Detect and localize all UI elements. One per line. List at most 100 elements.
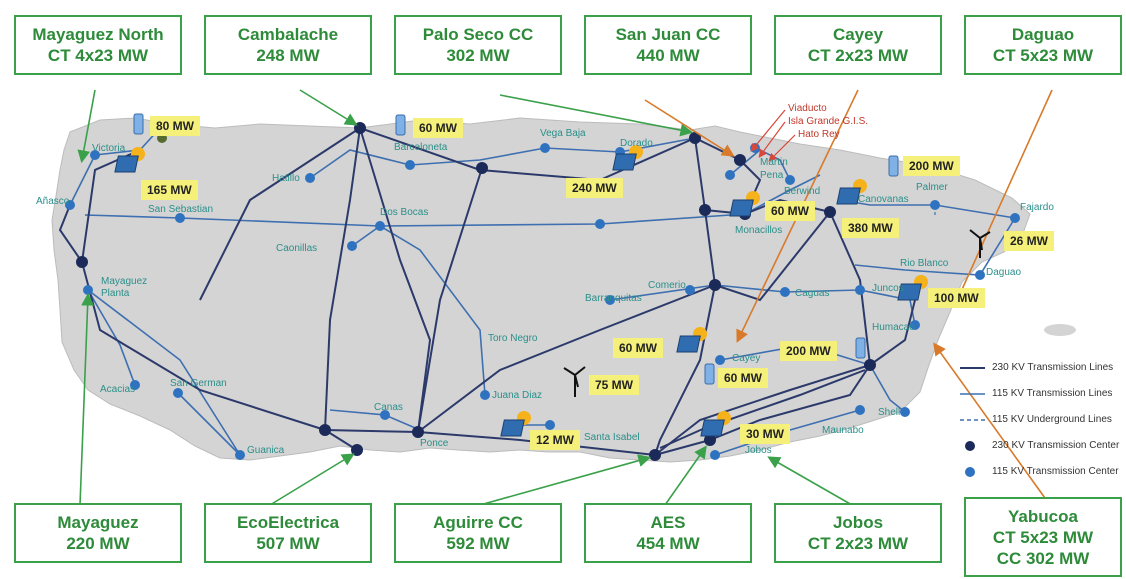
city-label-anasco: Añasco [36,196,70,207]
plant-rating: CT 2x23 MW [807,534,909,553]
city-label-san-sebastian: San Sebastian [148,204,214,215]
plant-name: Daguao [1011,25,1075,44]
plant-name: Jobos [832,513,884,532]
capacity-tag-humacao-battery: 200 MW [780,341,837,361]
plant-box-ecoelectrica: EcoElectrica 507 MW [204,503,372,563]
city-label-barceloneta: Barceloneta [394,142,448,153]
plant-rating: CT 5x23 MW [992,46,1094,65]
solar-icon [836,179,867,205]
solar-icon [500,411,531,437]
plant-rating: 454 MW [636,534,700,553]
city-label-mayaguez-planta-2: Planta [101,288,130,299]
solar-icon [114,147,145,173]
plant-box-mayaguez-north: Mayaguez North CT 4x23 MW [14,15,182,75]
city-label-humacao: Humacao [872,322,915,333]
battery-icon [133,113,144,135]
plant-rating: 220 MW [66,534,130,553]
city-label-mayaguez-planta-1: Mayaguez [101,276,148,287]
plant-name: Yabucoa [1008,506,1078,526]
wind-turbine-icon [969,229,991,258]
solar-icons [114,145,928,437]
legend-graphics [960,367,985,477]
city-label-caguas: Caguas [795,288,830,299]
capacity-tag-victoria-solar: 165 MW [141,180,198,200]
city-label-acacias: Acacias [100,384,136,395]
city-label-hatillo: Hatillo [272,173,300,184]
battery-icons [133,113,899,385]
city-label-barranquitas: Barranquitas [585,293,642,304]
city-label-juncos: Juncos [872,283,904,294]
plant-box-san-juan: San Juan CC 440 MW [584,15,752,75]
battery-icon [395,114,406,136]
city-label-caonillas: Caonillas [276,243,318,254]
plant-rating: 440 MW [636,46,700,65]
plant-box-palo-seco: Palo Seco CC 302 MW [394,15,562,75]
city-label-shell: Shell [878,407,901,418]
city-label-jobos: Jobos [745,445,772,456]
city-label-san-german: San German [170,378,227,389]
capacity-tag-dorado-solar: 240 MW [566,178,623,198]
plant-box-aes: AES 454 MW [584,503,752,563]
city-label-rio-blanco: Rio Blanco [900,258,949,269]
plant-rating-secondary: CC 302 MW [996,548,1090,568]
plant-box-cayey: Cayey CT 2x23 MW [774,15,942,75]
city-label-vega-baja: Vega Baja [540,128,586,139]
city-label-maunabo: Maunabo [822,425,864,436]
city-label-canovanas: Canovanas [858,194,909,205]
capacity-tag-monacillos-solar: 60 MW [765,201,816,221]
city-label-comerio: Comerio [648,280,686,291]
city-label-dorado: Dorado [620,138,653,149]
plant-name: Mayaguez North [32,25,164,44]
plant-rating: CT 4x23 MW [47,46,149,65]
city-label-hato-rey: Hato Rey [798,129,840,140]
plant-name: Aguirre CC [433,513,523,532]
city-label-juana-diaz: Juana Diaz [492,390,543,401]
solar-icon [897,275,928,301]
plant-name: AES [650,513,686,532]
solar-icon [729,191,760,217]
plant-box-cambalache: Cambalache 248 MW [204,15,372,75]
plant-name: EcoElectrica [236,513,340,532]
city-label-santa-isabel: Santa Isabel [584,432,640,443]
capacity-tag-jobos-solar: 30 MW [740,424,791,444]
capacity-tag-fajardo-wind: 26 MW [1004,231,1055,251]
plant-box-daguao: Daguao CT 5x23 MW [964,15,1122,75]
annotation-arrows [750,109,796,162]
plant-arrows-green [77,89,853,506]
city-label-berwind: Berwind [784,186,821,197]
plant-rating: 507 MW [256,534,320,553]
wind-turbine-icon [563,366,586,397]
capacity-tag-barceloneta-battery: 60 MW [413,118,464,138]
plant-name: Cambalache [237,25,339,44]
plant-box-aguirre: Aguirre CC 592 MW [394,503,562,563]
plant-rating: 248 MW [256,46,320,65]
solar-icon [612,145,643,171]
capacity-tag-south-wind: 75 MW [589,375,640,395]
legend-underground-lines: 115 KV Underground Lines [992,414,1112,425]
city-label-dos-bocas: Dos Bocas [380,207,429,218]
plant-rating: 592 MW [446,534,510,553]
city-label-martin-pena-2: Pena [760,170,784,181]
capacity-tag-rio-blanco-solar: 100 MW [928,288,985,308]
solar-icon [676,327,707,353]
legend-230kv-center: 230 KV Transmission Center [992,440,1120,451]
legend-230kv-lines: 230 KV Transmission Lines [992,362,1114,373]
plant-name: Palo Seco CC [422,25,534,44]
capacity-tag-victoria-battery: 80 MW [150,116,201,136]
plant-name: Mayaguez [57,513,139,532]
city-label-daguao: Daguao [986,267,1022,278]
capacity-tag-canovanas-solar: 380 MW [842,218,899,238]
plant-name: San Juan CC [615,25,721,44]
plant-rating: CT 5x23 MW [992,527,1094,547]
plant-box-jobos: Jobos CT 2x23 MW [774,503,942,563]
nodes-115kv [65,143,1020,460]
wind-icons [563,229,991,397]
battery-icon [888,155,899,177]
plant-box-yabucoa: Yabucoa CT 5x23 MW CC 302 MW [964,497,1122,577]
city-label-ponce: Ponce [420,438,449,449]
capacity-tag-santa-isabel-solar: 12 MW [530,430,581,450]
plant-name: Cayey [832,25,884,44]
plant-box-mayaguez: Mayaguez 220 MW [14,503,182,563]
city-label-victoria: Victoria [92,143,126,154]
solar-icon [700,411,731,437]
